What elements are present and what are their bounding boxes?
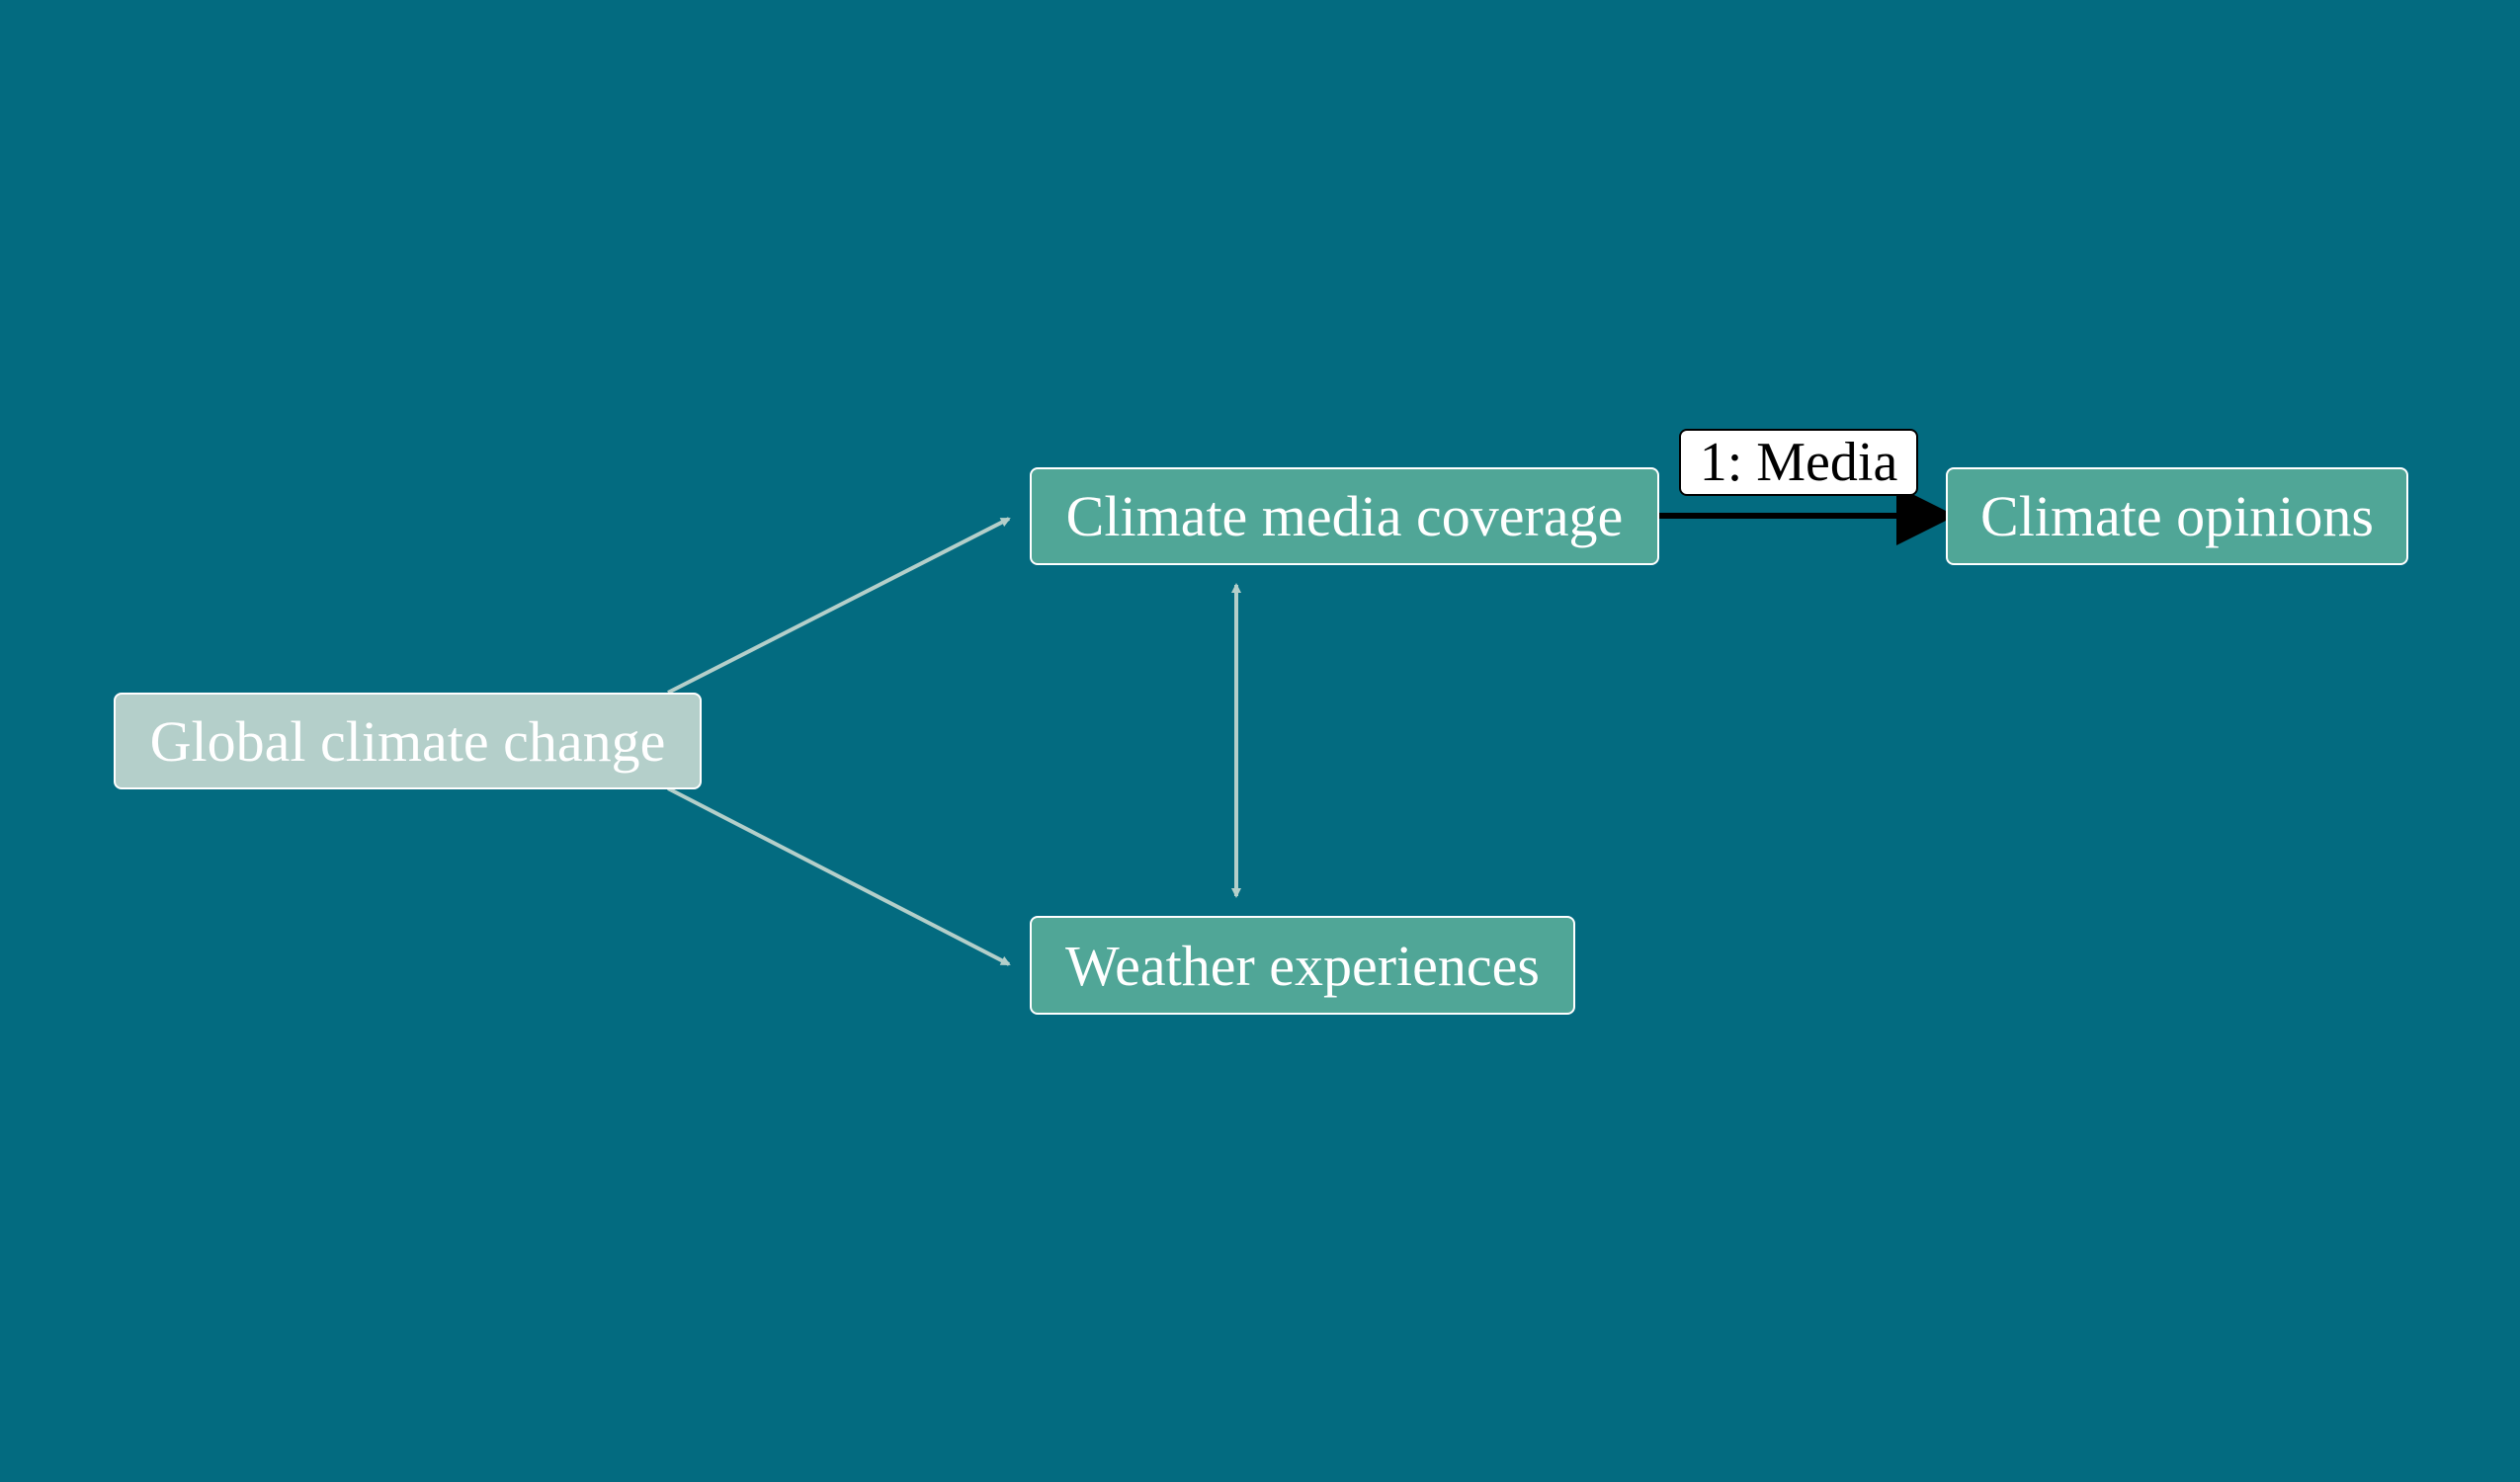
edge-global-to-weather bbox=[667, 786, 1011, 966]
node-label: Weather experiences bbox=[1065, 933, 1540, 998]
node-global-climate-change[interactable]: Global climate change bbox=[114, 693, 702, 789]
edge-label-media: 1: Media bbox=[1679, 429, 1918, 496]
node-label: Global climate change bbox=[149, 708, 666, 774]
node-label: Climate opinions bbox=[1980, 484, 2374, 548]
node-climate-media-coverage[interactable]: Climate media coverage bbox=[1030, 467, 1659, 565]
edge-label-text: 1: Media bbox=[1699, 432, 1898, 493]
edge-global-to-media bbox=[667, 517, 1011, 695]
node-label: Climate media coverage bbox=[1065, 484, 1624, 548]
node-weather-experiences[interactable]: Weather experiences bbox=[1030, 916, 1575, 1015]
node-climate-opinions[interactable]: Climate opinions bbox=[1946, 467, 2408, 565]
